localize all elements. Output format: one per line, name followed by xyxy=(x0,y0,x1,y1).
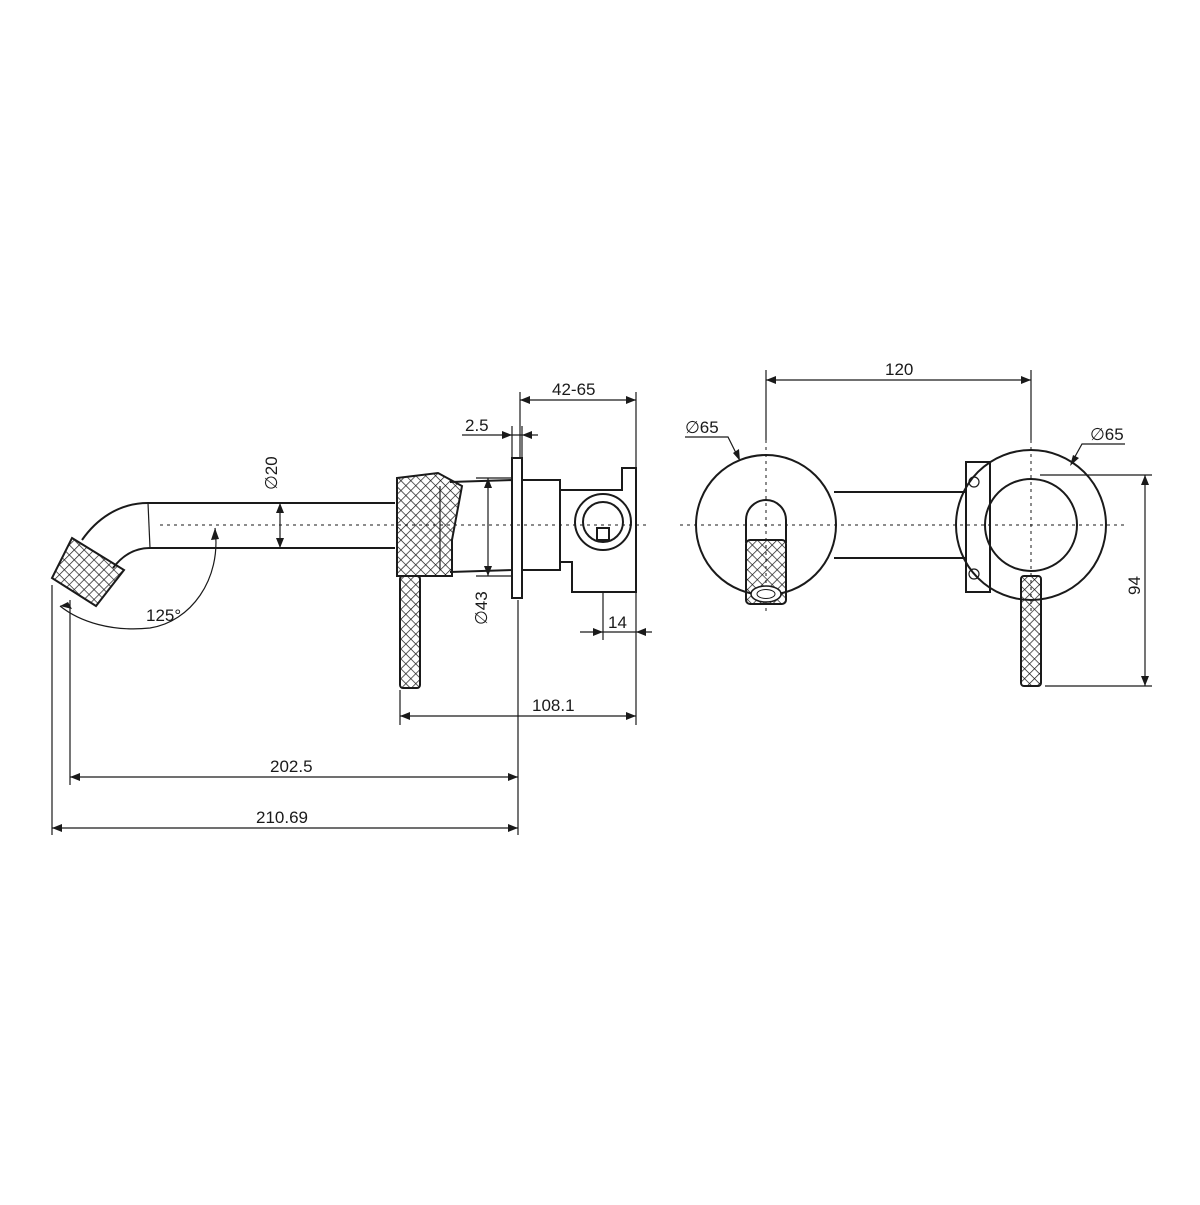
label-lever-height: 94 xyxy=(1125,576,1144,595)
label-plate-thickness: 2.5 xyxy=(465,416,489,435)
aerator-mesh xyxy=(756,589,776,599)
lever-handle-front xyxy=(1020,575,1042,687)
dim-spout-plate-diameter xyxy=(685,436,740,461)
mixer-body-front xyxy=(984,478,1078,572)
mixer-body-knurled xyxy=(396,471,464,577)
dim-centre-distance xyxy=(765,370,1032,440)
dim-lever-height xyxy=(1040,474,1152,687)
dim-spout-diameter xyxy=(276,503,284,548)
dim-outlet-angle xyxy=(59,527,219,630)
front-view: 120 ∅65 ∅65 94 xyxy=(680,360,1152,687)
dim-plate-thickness xyxy=(462,426,538,458)
dim-mixer-plate-diameter xyxy=(1070,443,1125,466)
aerator-ring xyxy=(77,541,119,567)
label-wall-to-lever: 108.1 xyxy=(532,696,575,715)
label-outlet-angle: 125° xyxy=(146,606,181,625)
lever-handle-knurled xyxy=(399,575,421,689)
aerator-outlet xyxy=(750,585,782,603)
label-body-diameter: ∅43 xyxy=(472,591,491,625)
dim-wall-depth xyxy=(519,392,637,468)
side-view: ∅20 ∅43 2.5 42-65 xyxy=(50,380,652,835)
dim-body-diameter xyxy=(476,477,512,577)
spout-pipe xyxy=(81,502,395,569)
wall-plate xyxy=(511,457,523,599)
valve-cartridge-inner xyxy=(582,501,624,543)
label-wall-depth: 42-65 xyxy=(552,380,595,399)
label-inlet-offset: 14 xyxy=(608,613,627,632)
dim-spout-projection xyxy=(69,600,519,835)
valve-cartridge-outer xyxy=(574,493,632,551)
label-spout-diameter: ∅20 xyxy=(262,456,281,490)
dim-inlet-offset xyxy=(580,592,652,640)
valve-spindle xyxy=(596,527,610,541)
rough-in-connector xyxy=(834,491,966,559)
label-centre-distance: 120 xyxy=(885,360,913,379)
label-spout-plate-diameter: ∅65 xyxy=(685,418,719,437)
dim-overall-projection xyxy=(51,585,518,835)
spout-pipe-front xyxy=(745,499,787,543)
label-mixer-plate-diameter: ∅65 xyxy=(1090,425,1124,444)
label-spout-projection: 202.5 xyxy=(270,757,313,776)
label-overall-projection: 210.69 xyxy=(256,808,308,827)
